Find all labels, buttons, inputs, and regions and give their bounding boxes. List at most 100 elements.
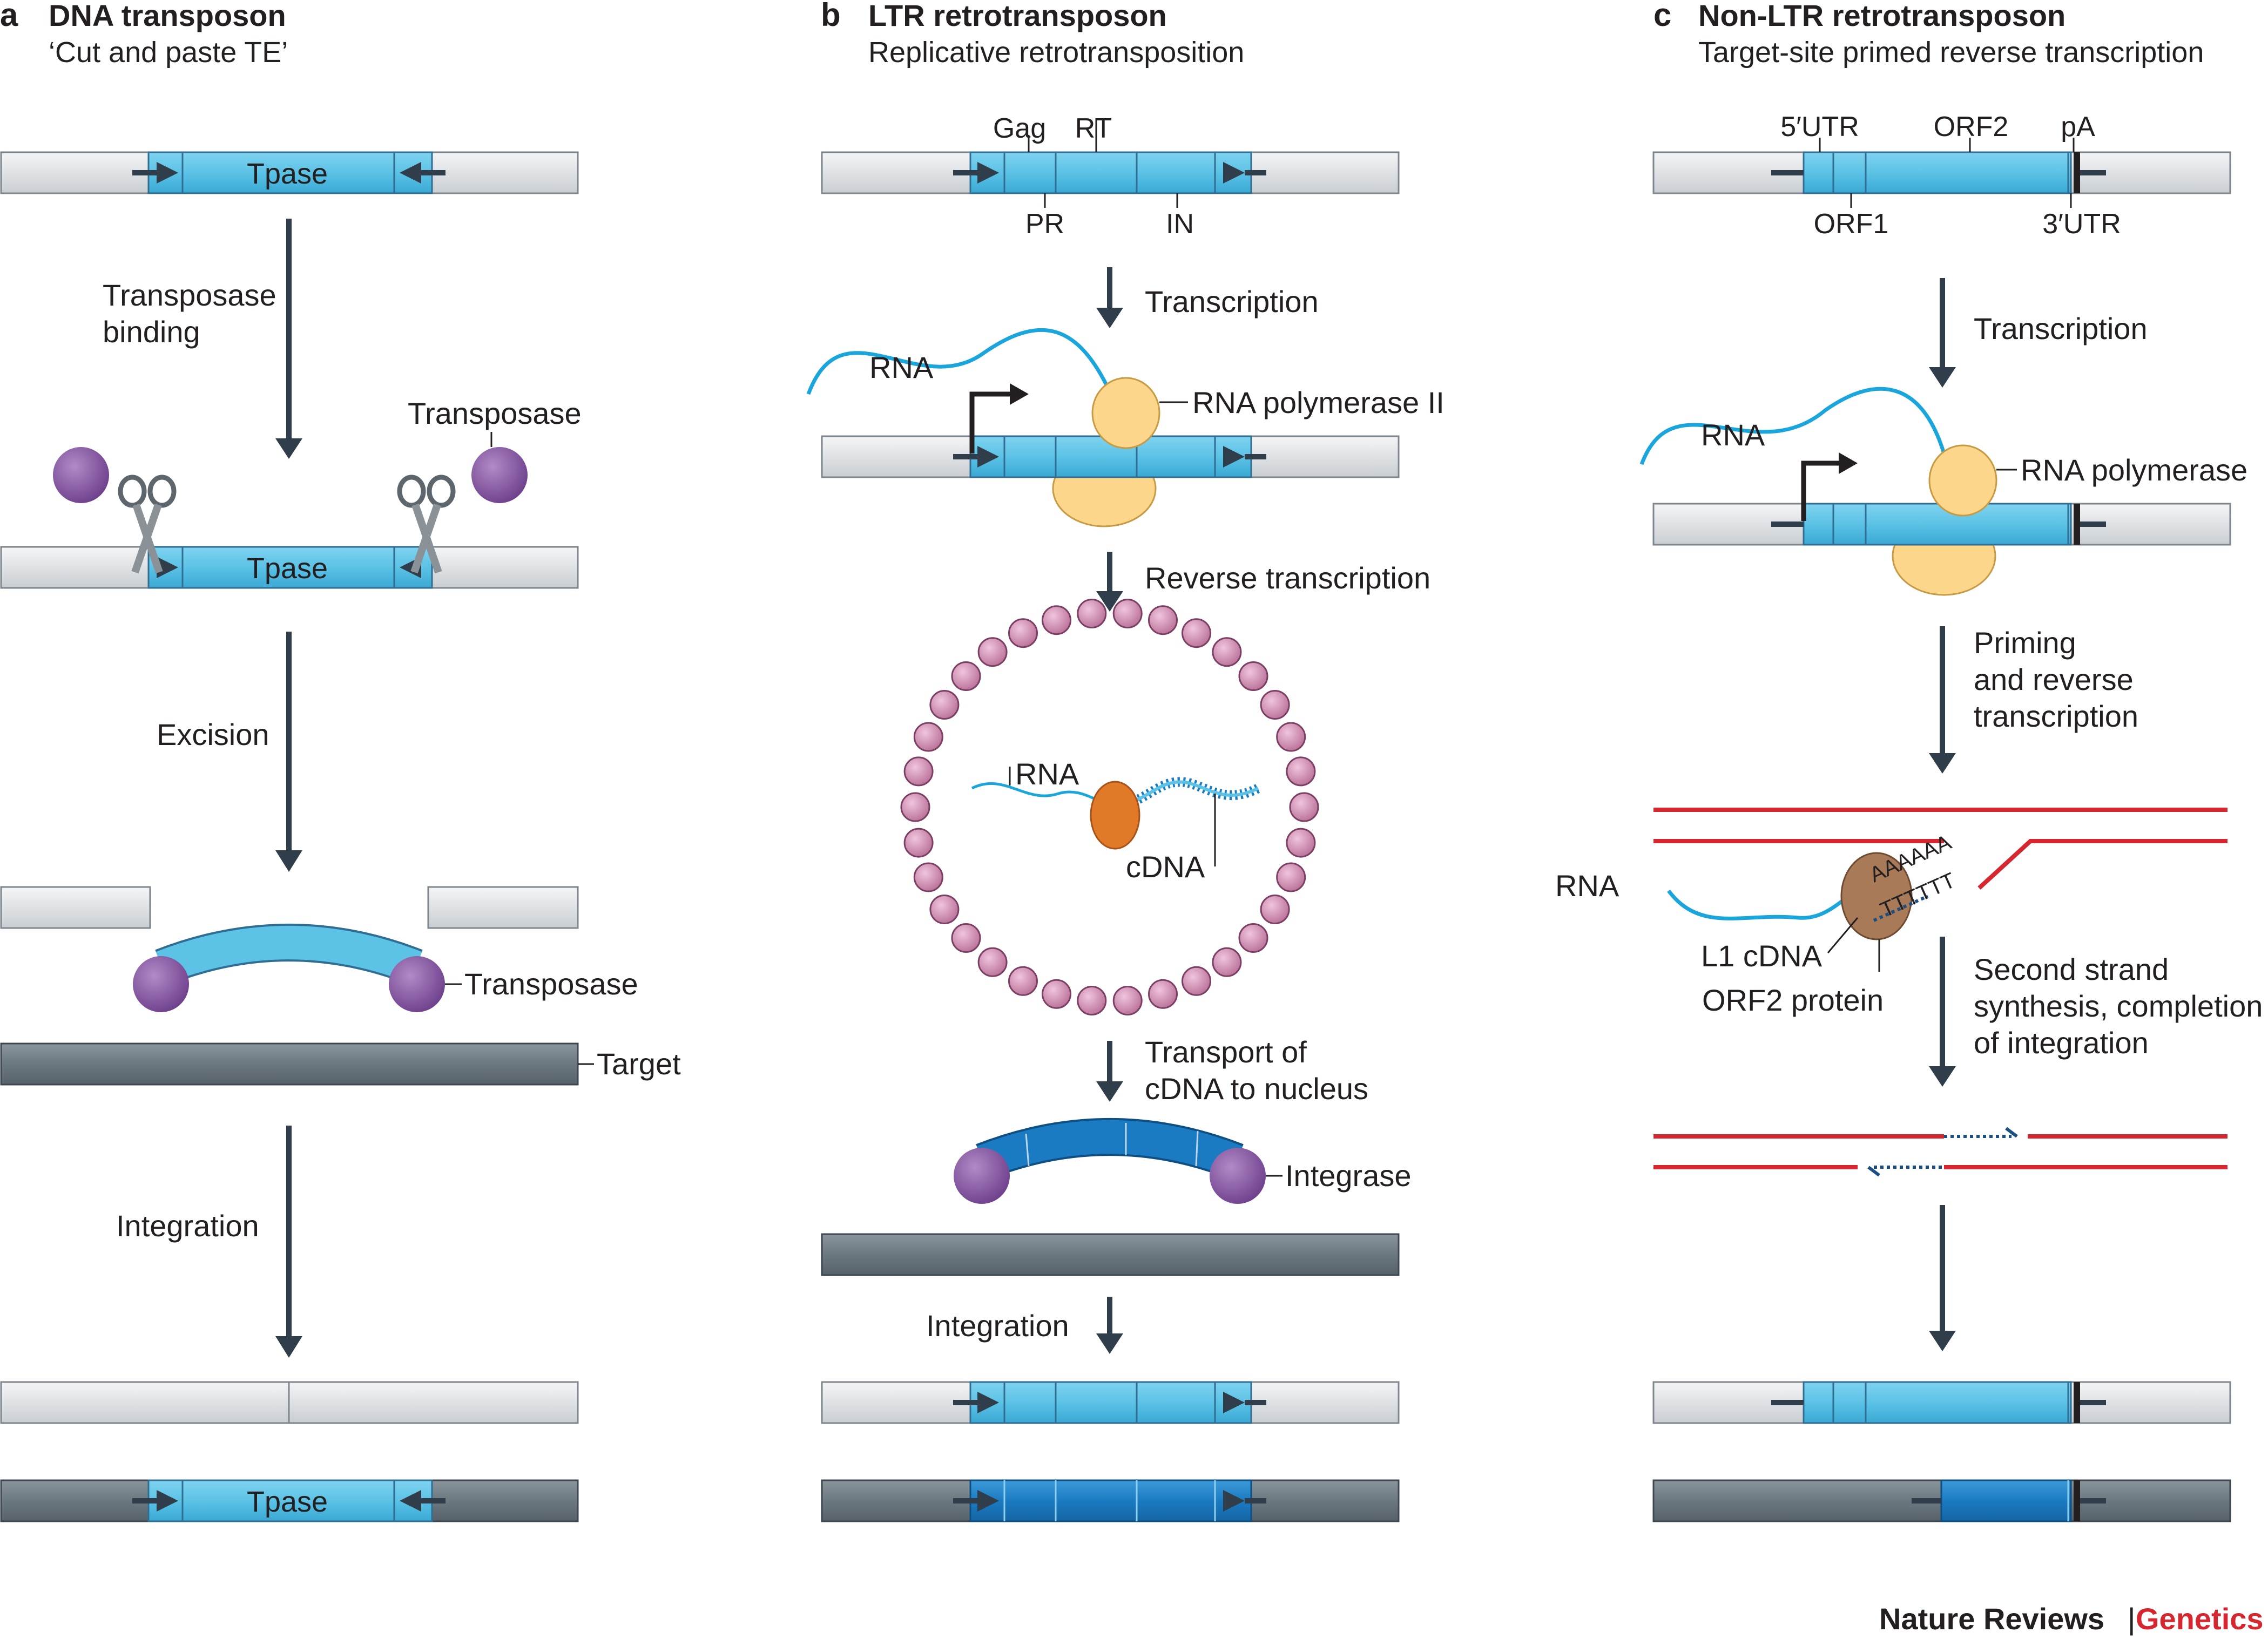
pol2-upper: [1091, 377, 1160, 449]
tpase-label-3: Tpase: [247, 1486, 328, 1518]
capsid-protein: [951, 661, 981, 691]
panel-a: a DNA transposon ‘Cut and paste TE’ Tpas…: [0, 0, 681, 1522]
panel-c-letter: c: [1653, 0, 1671, 33]
step-transport-b-2: cDNA to nucleus: [1145, 1072, 1368, 1106]
tss-arrow-b: [969, 391, 1015, 453]
reverse-transcriptase: [1090, 781, 1140, 850]
credit-journal: Nature Reviews: [1879, 1602, 2104, 1636]
credit-separator: |: [2128, 1602, 2136, 1636]
transposase-ball-left: [53, 447, 109, 503]
pol-upper-c: [1928, 444, 1997, 517]
capsid-protein: [913, 862, 943, 892]
line1-element-c2: [1652, 503, 2231, 546]
integrase-ball-left: [954, 1148, 1010, 1204]
panel-a-subtitle: ‘Cut and paste TE’: [49, 36, 288, 69]
panel-b-title: LTR retrotransposon: [868, 0, 1167, 32]
capsid-protein: [1008, 966, 1038, 996]
panel-a-title: DNA transposon: [49, 0, 286, 32]
rna-label-c2: RNA: [1555, 869, 1619, 903]
step-second-strand-c-2: synthesis, completion: [1974, 989, 2263, 1023]
orf2-label: ORF2: [1934, 111, 2009, 143]
rna-strand-c: [1639, 387, 1946, 465]
step-transposase-binding: Transposase: [103, 278, 276, 312]
capsid-protein: [1286, 756, 1316, 787]
capsid-protein: [977, 947, 1008, 977]
step-excision: Excision: [157, 717, 269, 751]
scissors-right-icon: [397, 475, 456, 574]
capsid-protein: [1212, 947, 1242, 977]
capsid-protein: [903, 756, 934, 787]
rna-strand-c2: [1667, 883, 1869, 920]
transposase-label-a: Transposase: [408, 396, 582, 430]
rna-label-c: RNA: [1701, 418, 1765, 452]
capsid-protein: [1042, 979, 1071, 1009]
capsid-protein: [1042, 605, 1071, 635]
capsid-protein: [1077, 599, 1107, 628]
orf1-label: ORF1: [1814, 208, 1889, 240]
capsid-protein: [1112, 986, 1143, 1015]
capsid-protein: [900, 792, 930, 822]
ltr-element-b1: [821, 119, 1400, 208]
line1-element-c3: [1652, 1381, 2231, 1424]
capsid-protein: [1238, 661, 1268, 691]
step-second-strand-c-3: of integration: [1974, 1026, 2149, 1060]
target-double-strand-c: [1653, 1127, 2228, 1177]
transposase-end-left: [133, 956, 189, 1012]
step-transposase-binding-2: binding: [103, 315, 200, 349]
utr5-label: 5′UTR: [1780, 111, 1859, 143]
capsid-protein: [1289, 792, 1319, 822]
capsid-protein: [1148, 605, 1178, 635]
credit-section: Genetics: [2136, 1602, 2264, 1636]
step-transport-b: Transport of: [1145, 1035, 1307, 1069]
step-transcription-b: Transcription: [1145, 285, 1319, 319]
panel-c: c Non-LTR retrotransposon Target-site pr…: [1555, 0, 2263, 1522]
capsid-protein: [1260, 895, 1290, 924]
panel-b-subtitle: Replicative retrotransposition: [868, 36, 1244, 69]
panel-c-subtitle: Target-site primed reverse transcription: [1698, 36, 2204, 69]
rt-label: RT: [1075, 113, 1112, 144]
capsid-protein: [1238, 923, 1268, 953]
capsid-protein: [903, 828, 934, 858]
target-with-ltr-b: [821, 1479, 1400, 1522]
rna-strand-b: [806, 328, 1109, 395]
cdna-label: cDNA: [1126, 850, 1205, 884]
pol-label-c: RNA polymerase: [2021, 453, 2247, 487]
panel-a-letter: a: [0, 0, 18, 33]
donor-dna-a2: Tpase: [0, 546, 579, 589]
step-priming-c: Priming: [1974, 626, 2076, 660]
panel-c-title: Non-LTR retrotransposon: [1698, 0, 2066, 32]
target-dna-a: [0, 1042, 579, 1086]
capsid-protein: [1148, 979, 1178, 1009]
capsid-protein: [1276, 862, 1306, 892]
capsid-protein: [1112, 599, 1143, 628]
ltr-element-b3: [821, 1381, 1400, 1424]
rna-label-b2: RNA: [1015, 757, 1079, 791]
target-with-transposon-a: Tpase: [0, 1479, 579, 1522]
step-transcription-c: Transcription: [1974, 311, 2148, 346]
capsid-protein: [977, 637, 1008, 667]
capsid-protein: [1182, 618, 1211, 648]
tss-arrow-c: [1801, 460, 1844, 521]
capsid-protein: [1182, 966, 1211, 996]
gag-label: Gag: [993, 113, 1046, 144]
integrase-label: Integrase: [1285, 1159, 1412, 1193]
line1-element-c1: [1652, 138, 2231, 208]
panel-b-letter: b: [821, 0, 841, 33]
pr-label: PR: [1025, 208, 1064, 240]
capsid-protein: [951, 923, 981, 953]
virus-like-particle: [900, 599, 1319, 1015]
donor-left-fragment: [0, 886, 151, 929]
step-reverse-transcription-b: Reverse transcription: [1145, 561, 1430, 595]
capsid-protein: [929, 895, 960, 924]
step-second-strand-c: Second strand: [1974, 952, 2169, 986]
capsid-protein: [1286, 828, 1316, 858]
utr3-label: 3′UTR: [2042, 208, 2121, 240]
target-dna-b: [821, 1233, 1400, 1276]
step-integration-a: Integration: [116, 1209, 259, 1243]
step-priming-c-2: and reverse: [1974, 662, 2134, 696]
step-priming-c-3: transcription: [1974, 699, 2138, 733]
donor-right-fragment: [427, 886, 579, 929]
integrase-ball-right: [1210, 1148, 1266, 1204]
step-integration-b: Integration: [926, 1309, 1069, 1343]
